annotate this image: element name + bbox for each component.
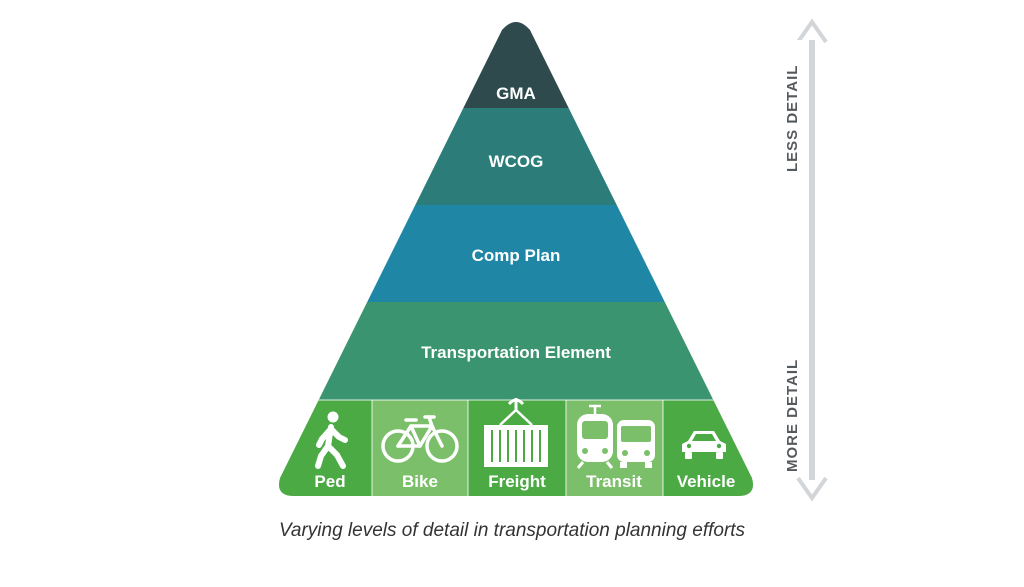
tier-transportation-element-label: Transportation Element <box>421 343 611 362</box>
mode-vehicle-label: Vehicle <box>677 472 736 491</box>
tier-wcog-label: WCOG <box>489 152 544 171</box>
freight-container-icon <box>484 398 548 467</box>
mode-freight-label: Freight <box>488 472 546 491</box>
car-icon <box>682 431 726 459</box>
detail-axis-arrow <box>796 18 828 502</box>
mode-ped-label: Ped <box>314 472 345 491</box>
mode-transit-label: Transit <box>586 472 642 491</box>
pedestrian-icon <box>315 411 348 469</box>
mode-bike-label: Bike <box>402 472 438 491</box>
train-bus-icon <box>576 404 655 469</box>
less-detail-label: LESS DETAIL <box>784 65 801 172</box>
mode-bike-column <box>372 400 468 496</box>
tier-comp-plan-label: Comp Plan <box>472 246 561 265</box>
more-detail-label: MORE DETAIL <box>784 359 801 472</box>
bicycle-icon <box>381 415 459 463</box>
tier-gma-label: GMA <box>496 84 536 103</box>
figure-caption: Varying levels of detail in transportati… <box>278 520 746 541</box>
